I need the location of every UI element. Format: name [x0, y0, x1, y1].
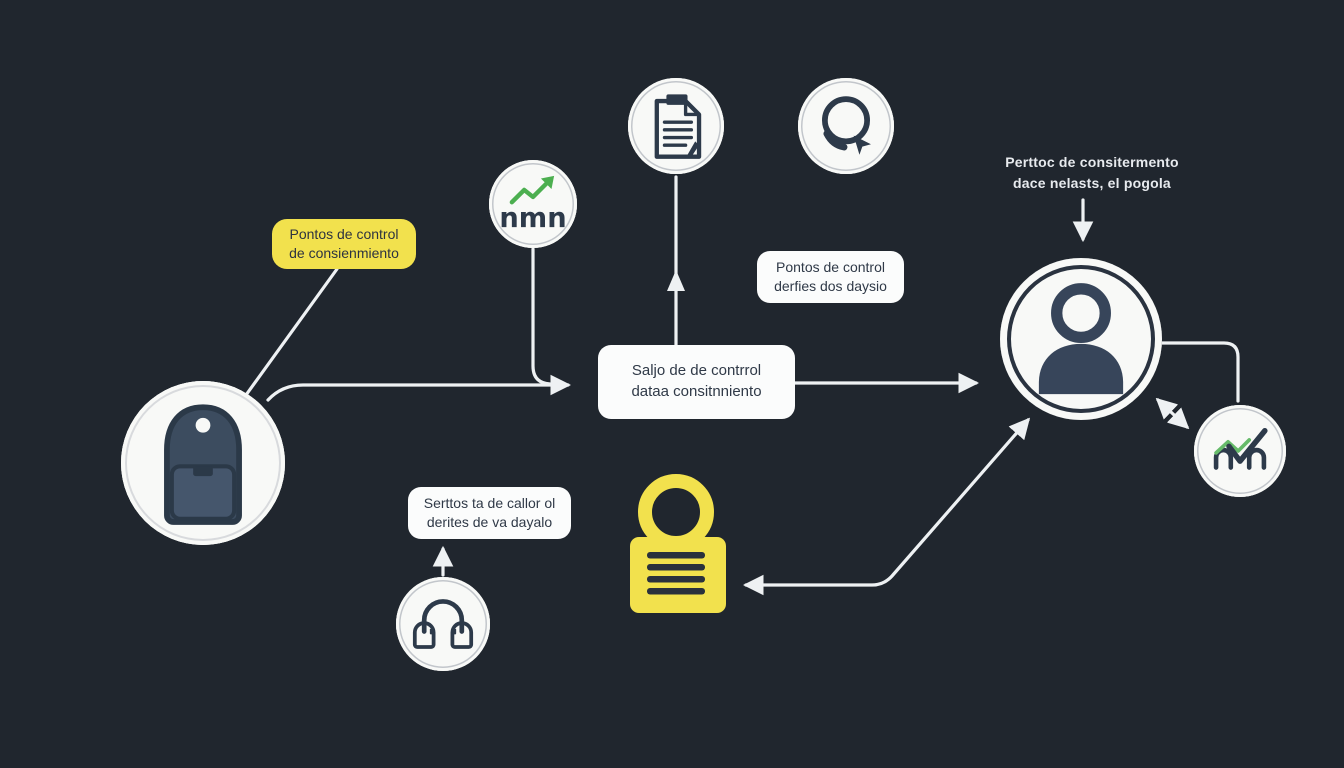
note-line1: Perttoc de consitermento — [1005, 154, 1179, 170]
center-box-line2: dataa consitnniento — [631, 383, 762, 400]
edge-callout-to-backpack — [244, 267, 339, 397]
growth-chart-node: nmn — [489, 160, 577, 248]
person-node — [1000, 258, 1162, 420]
padlock-node — [608, 460, 748, 625]
note-line2: dace nelasts, el pogola — [1013, 175, 1171, 191]
edge-growth-to-centerbox — [531, 247, 552, 386]
magnifier-icon — [822, 96, 871, 155]
clipboard-icon — [654, 94, 702, 159]
callout-line1: Pontos de control — [289, 225, 399, 242]
headphones-node — [396, 577, 490, 671]
control-points-line2: derfies dos daysio — [774, 278, 887, 294]
center-box-line1: Saljo de de contrrol — [631, 362, 762, 380]
yellow-callout-box: Pontos de control de consienmiento — [272, 219, 416, 269]
growth-chart-icon: nmn — [499, 175, 567, 234]
rights-line1: Serttos ta de callor ol — [423, 494, 556, 511]
check-chart-node — [1194, 405, 1286, 497]
edge-person-to-checkchart-elbow — [1160, 341, 1240, 403]
control-points-line1: Pontos de control — [776, 258, 885, 275]
person-icon — [1038, 283, 1124, 395]
callout-line2: de consienmiento — [289, 245, 399, 261]
rights-line2: derites de va dayalo — [426, 514, 553, 530]
headphones-icon — [412, 599, 474, 649]
edge-backpack-to-centerbox — [266, 374, 572, 402]
top-right-note: Perttoc de consitermento dace nelasts, e… — [985, 152, 1199, 194]
backpack-icon — [164, 404, 242, 525]
mid-arrowhead-up — [667, 270, 685, 291]
control-points-box: Pontos de control derfies dos daysio — [757, 251, 904, 303]
rights-box: Serttos ta de callor ol derites de va da… — [408, 487, 571, 539]
center-control-box: Saljo de de contrrol dataa consitnniento — [598, 345, 795, 419]
backpack-node — [121, 381, 285, 545]
growth-icon-text: nmn — [499, 203, 566, 234]
clipboard-node — [628, 78, 724, 174]
edge-person-to-lock — [742, 417, 1031, 596]
check-chart-icon — [1213, 428, 1268, 470]
edge-person-checkchart-doublearrow — [1155, 397, 1190, 430]
magnifier-node — [798, 78, 894, 174]
padlock-icon — [630, 474, 726, 613]
